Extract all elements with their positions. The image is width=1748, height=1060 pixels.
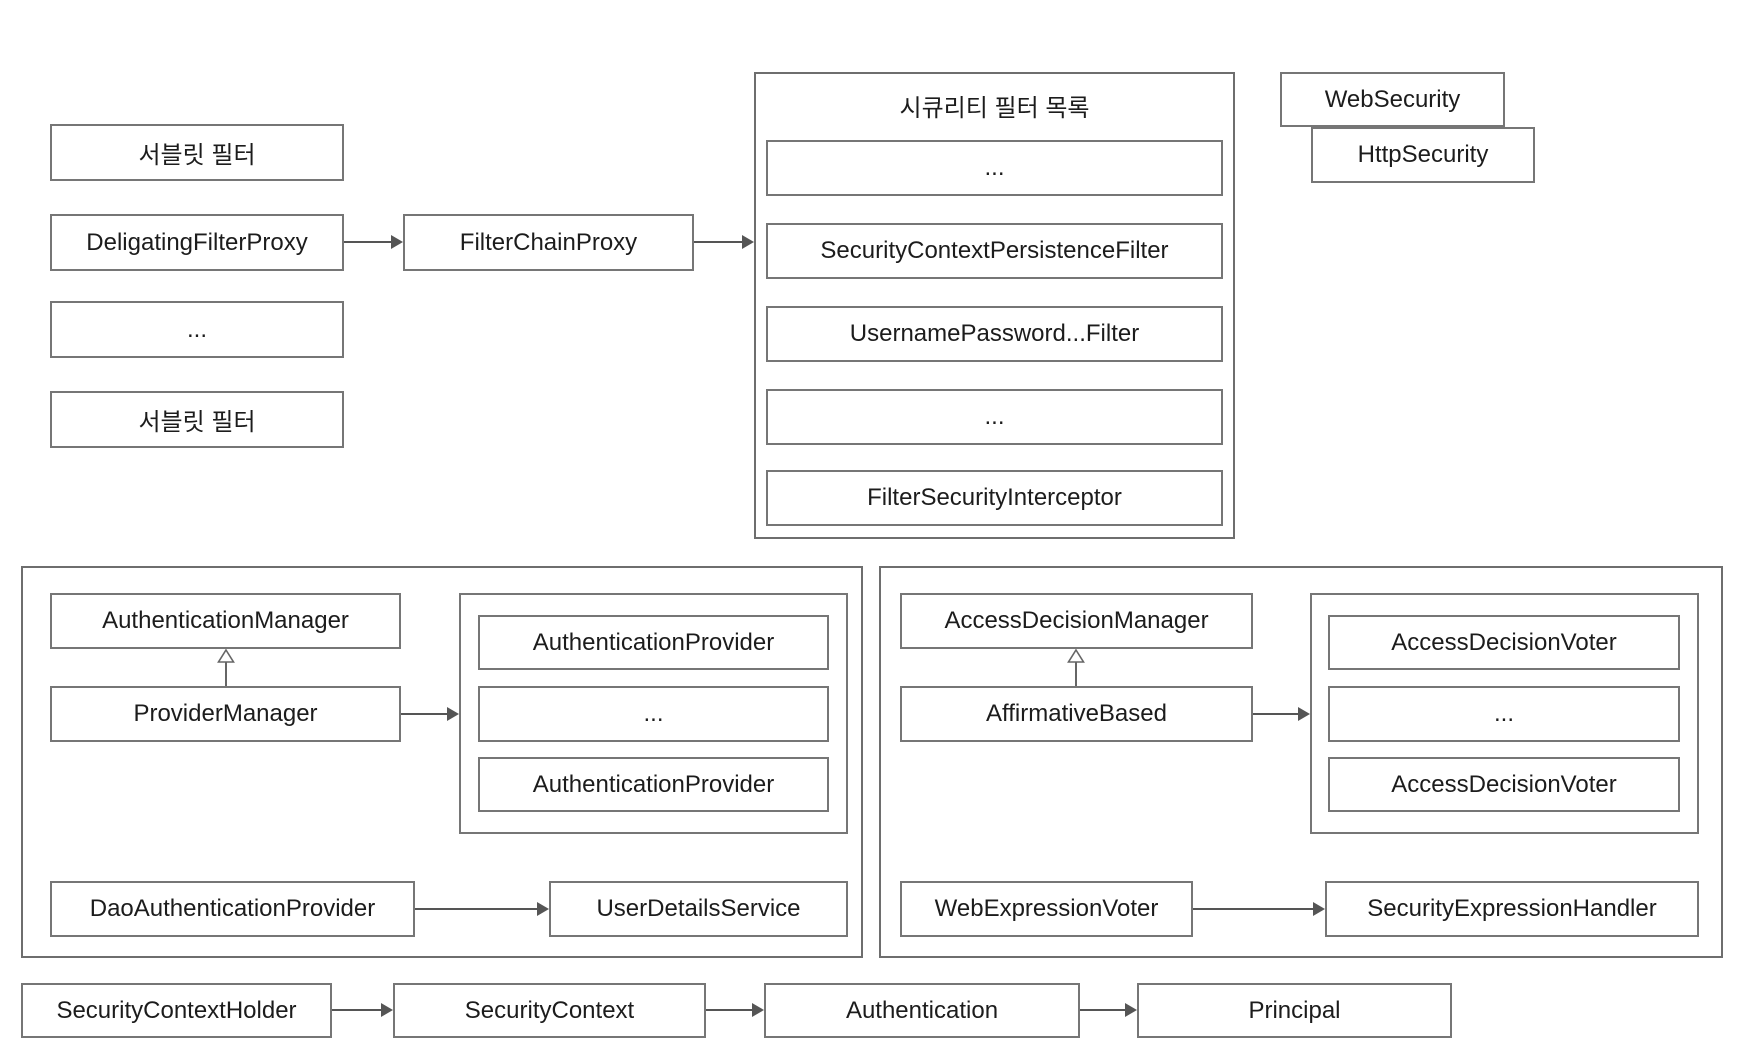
arrow-daoprovider-to-userdetailsservice <box>415 902 549 916</box>
box-provider-manager: ProviderManager <box>50 686 401 742</box>
box-security-context-persistence-filter: SecurityContextPersistenceFilter <box>766 223 1223 279</box>
box-authentication-provider-2: AuthenticationProvider <box>478 757 829 812</box>
box-access-decision-voter-2: AccessDecisionVoter <box>1328 757 1680 812</box>
uml-arrow-providermanager-to-authenticationmanager <box>217 649 235 686</box>
box-authentication-provider-1: AuthenticationProvider <box>478 615 829 670</box>
arrow-webexpressionvoter-to-handler <box>1193 902 1325 916</box>
box-filter-security-interceptor: FilterSecurityInterceptor <box>766 470 1223 526</box>
box-servlet-filter-ellipsis: ... <box>50 301 344 358</box>
box-filter-chain-proxy: FilterChainProxy <box>403 214 694 271</box>
box-access-decision-manager: AccessDecisionManager <box>900 593 1253 649</box>
box-authentication-manager: AuthenticationManager <box>50 593 401 649</box>
box-web-expression-voter: WebExpressionVoter <box>900 881 1193 937</box>
box-dao-authentication-provider: DaoAuthenticationProvider <box>50 881 415 937</box>
arrow-authentication-to-principal <box>1080 1003 1137 1017</box>
box-filter-ellipsis-1: ... <box>766 140 1223 196</box>
box-user-details-service: UserDetailsService <box>549 881 848 937</box>
box-deligating-filter-proxy: DeligatingFilterProxy <box>50 214 344 271</box>
box-affirmative-based: AffirmativeBased <box>900 686 1253 742</box>
box-servlet-filter-1: 서블릿 필터 <box>50 124 344 181</box>
arrow-deligating-to-filterchainproxy <box>344 235 403 249</box>
box-http-security: HttpSecurity <box>1311 127 1535 183</box>
box-filter-ellipsis-2: ... <box>766 389 1223 445</box>
arrow-affirmativebased-to-voters <box>1253 707 1310 721</box>
arrow-providermanager-to-providers <box>401 707 459 721</box>
box-access-decision-voter-ellipsis: ... <box>1328 686 1680 742</box>
box-username-password-filter: UsernamePassword...Filter <box>766 306 1223 362</box>
box-servlet-filter-2: 서블릿 필터 <box>50 391 344 448</box>
uml-arrow-affirmativebased-to-accessdecisionmanager <box>1067 649 1085 686</box>
arrow-contextholder-to-context <box>332 1003 393 1017</box>
arrow-context-to-authentication <box>706 1003 764 1017</box>
box-security-context: SecurityContext <box>393 983 706 1038</box>
arrow-filterchainproxy-to-filterlist <box>694 235 754 249</box>
security-filter-list-title: 시큐리티 필터 목록 <box>899 95 1090 122</box>
box-security-context-holder: SecurityContextHolder <box>21 983 332 1038</box>
box-authentication: Authentication <box>764 983 1080 1038</box>
box-authentication-provider-ellipsis: ... <box>478 686 829 742</box>
box-web-security: WebSecurity <box>1280 72 1505 127</box>
box-principal: Principal <box>1137 983 1452 1038</box>
box-security-expression-handler: SecurityExpressionHandler <box>1325 881 1699 937</box>
box-access-decision-voter-1: AccessDecisionVoter <box>1328 615 1680 670</box>
